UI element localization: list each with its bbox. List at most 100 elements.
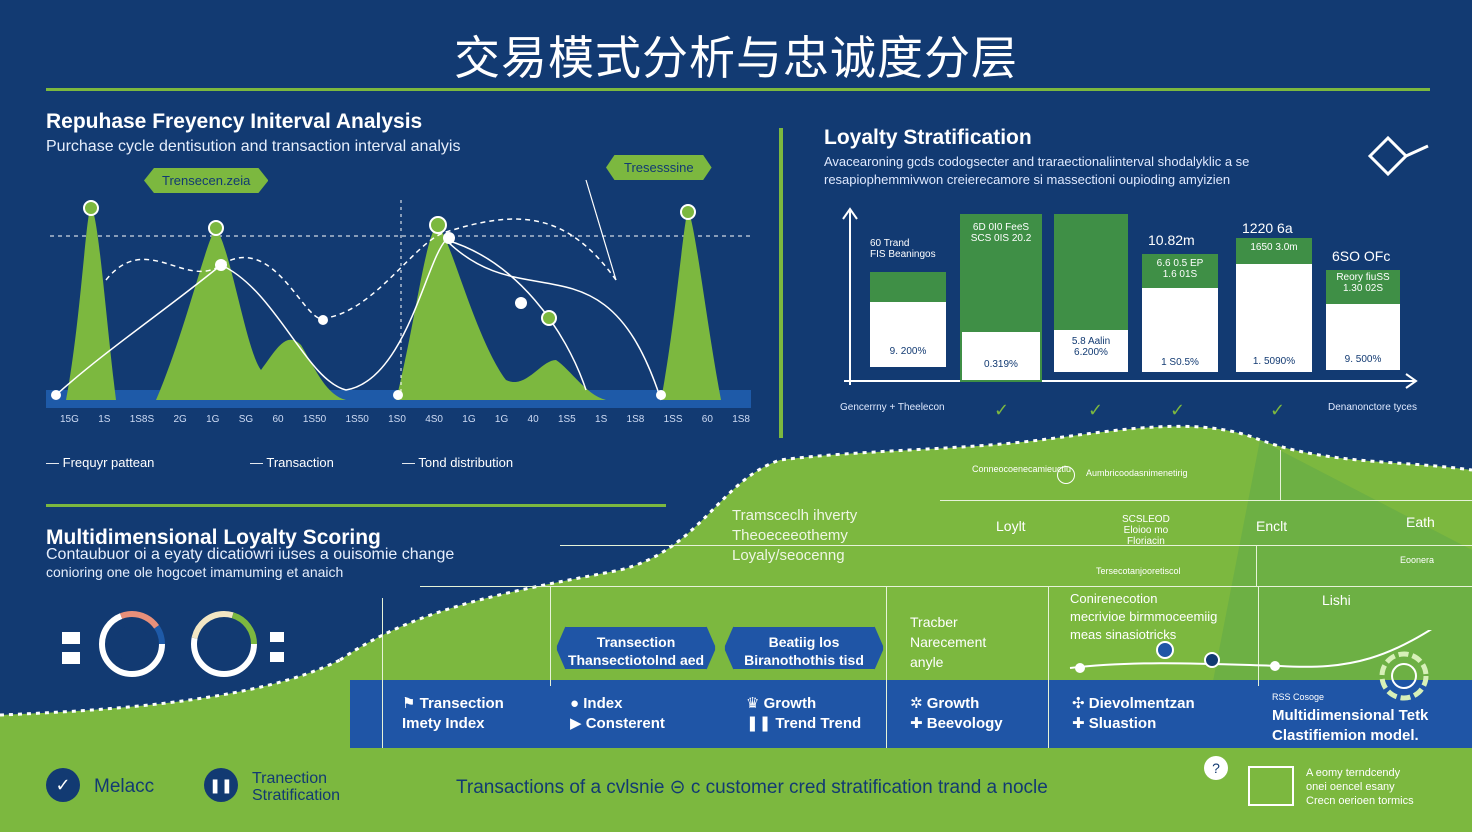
- diamond-icon: [1367, 135, 1429, 177]
- trend-curve-1: [105, 218, 617, 320]
- xtick: 1S8: [626, 414, 645, 425]
- plus-icon: ✚: [910, 715, 927, 732]
- xtick: 1S50: [302, 414, 327, 425]
- chart-point: [515, 297, 527, 309]
- bar-bottom-label: 5.8 Aalin 6.200%: [1054, 332, 1128, 372]
- legend-item: — Frequyr pattean: [46, 455, 155, 470]
- loyalty-xlabel-right: Denanonctore tyces: [1328, 402, 1417, 413]
- chart-point: [83, 200, 99, 216]
- grid-line: [420, 586, 1472, 587]
- repurchase-xticks: 15G 1S 1S8S 2G 1G SG 60 1S50 1S50 1S0 4S…: [60, 414, 750, 425]
- bar-top-label: 1650 3.0m: [1236, 238, 1312, 264]
- loyalty-subtitle-1: Avacearoning gcds codogsecter and trarae…: [824, 154, 1250, 169]
- panel-line: ✲ Growth: [910, 694, 1038, 714]
- peak-4: [661, 212, 721, 400]
- metric-panel: ♛ Growth ❚❚ Trend Trend: [736, 688, 886, 748]
- xtick: 4S0: [425, 414, 443, 425]
- legend-swatch: [62, 652, 80, 664]
- flow-label-end: Enclt: [1256, 518, 1288, 534]
- xtick: 60: [272, 414, 284, 425]
- panel-label: Multidimensional Tetk: [1272, 707, 1429, 724]
- legend-item: — Tond distribution: [402, 455, 514, 470]
- panel-label: Index: [583, 695, 623, 712]
- flow-econa: Eoonera: [1400, 555, 1435, 565]
- panel-line: ❚❚ Trend Trend: [746, 714, 876, 734]
- transaction-badge: Trensecen.zeia: [144, 168, 269, 193]
- strat-bar-3: 5.8 Aalin 6.200%: [1054, 214, 1128, 372]
- chart-point: [656, 390, 666, 400]
- legend-swatch: [270, 632, 284, 642]
- bar-bottom-label: 0.319%: [960, 330, 1042, 382]
- bar-bottom-label: 9. 500%: [1326, 304, 1400, 370]
- loyalty-title: Loyalty Stratification: [824, 126, 1032, 149]
- repurchase-subtitle: Purchase cycle dentisution and transacti…: [46, 138, 461, 155]
- check-icon: ✓: [1170, 400, 1186, 420]
- loyalty-subtitle-2: resapiophemmivwon creierecamore si masse…: [824, 172, 1231, 187]
- section-divider: [779, 128, 783, 438]
- legend-label: Frequyr pattean: [62, 455, 155, 470]
- bar-value-label: 10.82m: [1148, 232, 1195, 248]
- scoring-subtitle-1: Contaubuor oi a eyaty dicatiowri iuses a…: [46, 546, 455, 563]
- flow-note: Tramsceclh ihverty Theoeceeothemy Loyaly…: [732, 507, 858, 564]
- bar-top-label: 6D 0I0 FeeS SCS 0IS 20.2: [960, 214, 1042, 330]
- grid-line: [886, 586, 887, 748]
- xtick: 1G: [206, 414, 220, 425]
- grid-line: [1258, 586, 1259, 686]
- chart-point: [443, 232, 455, 244]
- panel-label: Transection: [419, 695, 504, 712]
- xtick: 60: [701, 414, 713, 425]
- stratification-axes: [842, 207, 1418, 389]
- panel-line: ● Index: [570, 694, 710, 714]
- xtick: 1S: [98, 414, 111, 425]
- trend-curve-3: [445, 239, 662, 401]
- legend-swatch: [62, 632, 80, 644]
- check-icon: ✓: [1270, 400, 1286, 420]
- bar-top-label: 60 Trand FIS Beaningos: [870, 238, 936, 260]
- flow-scale: SCSLEOD Eloioo mo Floriacin: [1122, 514, 1170, 547]
- flow-label-loyl: Loylt: [996, 518, 1026, 534]
- footer-label-2: Tranection Stratification: [252, 770, 341, 804]
- legend-swatch: [270, 652, 284, 662]
- metric-panel: ● Index ▶ Consterent: [560, 688, 720, 748]
- xtick: 1S5: [557, 414, 576, 425]
- flow-trade-note: Tracber Narecement anyle: [910, 614, 987, 670]
- bar-value-label: 6SO OFc: [1332, 248, 1391, 264]
- flow-tersecoetc: Tersecotanjooretiscol: [1096, 566, 1181, 576]
- check-icon: ✓: [994, 400, 1010, 420]
- panel-line: ✚ Sluastion: [1072, 714, 1248, 734]
- metric-panel: ⚑ Transection Imety Index: [392, 688, 552, 748]
- chart-point: [208, 220, 224, 236]
- flow-contrib-note: Conirenecotion mecrivioe birmmoceemiig m…: [1070, 591, 1218, 642]
- grid-line: [550, 586, 551, 686]
- bar-value-label: 1220 6a: [1242, 220, 1293, 236]
- bar-bottom-label: 9. 200%: [870, 302, 946, 367]
- panel-line: ▶ Consterent: [570, 714, 710, 734]
- xtick: 2G: [173, 414, 187, 425]
- grid-icon: [1248, 766, 1294, 806]
- play-icon: ▶: [570, 715, 586, 732]
- title-divider: [46, 88, 1430, 91]
- peak-3: [396, 225, 606, 400]
- xtick: 1S: [595, 414, 608, 425]
- xtick: 1G: [494, 414, 509, 425]
- score-donut-2: [191, 611, 257, 677]
- pause-icon: ❚❚: [746, 715, 776, 732]
- trend-curve-2: [55, 239, 587, 396]
- flow-rss: RSS Cosoge: [1272, 692, 1325, 702]
- panel-label: Sluastion: [1088, 715, 1157, 732]
- strat-bar-6: Reory fiuSS 1.30 02S 9. 500%: [1326, 270, 1400, 370]
- footer-right-text: A eomy terndcendy onei oencel esany Crec…: [1306, 767, 1414, 807]
- footer-center-text: Transactions of a cvlsnie ⊝ c customer c…: [456, 777, 1048, 798]
- xtick: 1G: [462, 414, 476, 425]
- pause-circle-icon: ❚❚: [204, 768, 238, 802]
- panel-line: ✚ Beevology: [910, 714, 1038, 734]
- check-icon: ✓: [1088, 400, 1104, 420]
- grid-line: [1256, 545, 1257, 586]
- panel-label: Consterent: [585, 715, 665, 732]
- scoring-subtitle-2: conioring one ole hogcoet imamuming et a…: [46, 564, 344, 580]
- grid-line: [940, 500, 1472, 501]
- section-divider: [46, 504, 666, 507]
- interval-chart: [46, 179, 751, 408]
- xtick: 1S8S: [129, 414, 155, 425]
- loyalty-xlabel-left: Gencerrny + Theelecon: [840, 402, 945, 413]
